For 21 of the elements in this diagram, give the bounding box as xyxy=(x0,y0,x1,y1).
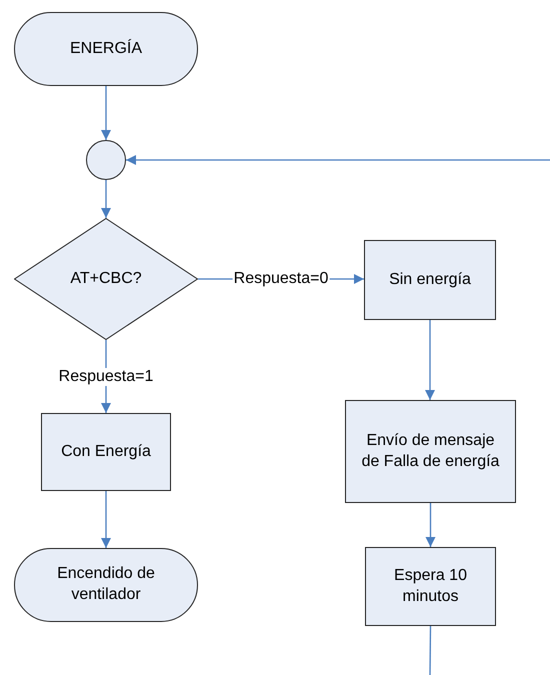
node-label: Encendido de ventilador xyxy=(56,564,156,605)
node-label: AT+CBC? xyxy=(70,268,142,289)
arrow xyxy=(101,491,111,548)
arrow xyxy=(425,320,435,400)
arrow xyxy=(126,155,550,165)
arrow xyxy=(101,180,111,218)
arrow xyxy=(426,503,436,547)
process-box xyxy=(41,413,171,491)
process-box xyxy=(364,240,496,320)
connector-circle xyxy=(86,140,126,180)
arrow xyxy=(101,86,111,140)
decision-diamond xyxy=(14,218,198,340)
process-box xyxy=(365,547,496,626)
edge-label: Respuesta=0 xyxy=(232,270,330,288)
edge-label: Respuesta=1 xyxy=(58,368,154,386)
node-label: Sin energía xyxy=(389,270,471,290)
node-label: Con Energía xyxy=(61,442,151,462)
process-box xyxy=(345,400,516,503)
node-label: ENERGÍA xyxy=(70,38,142,59)
node-label: Envío de mensaje de Falla de energía xyxy=(360,430,500,472)
node-label: Espera 10 minutos xyxy=(393,566,468,606)
